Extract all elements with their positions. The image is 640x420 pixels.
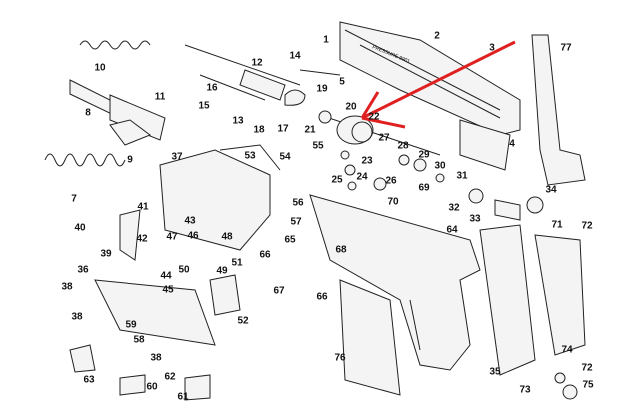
part-label: 4	[509, 138, 515, 150]
part-label: 12	[251, 57, 263, 69]
part-label: 8	[85, 107, 91, 119]
part-label: 33	[469, 213, 481, 225]
part-label: 58	[133, 334, 145, 346]
part-label: 62	[164, 371, 176, 383]
part-label: 14	[289, 50, 301, 62]
part-trigger-frame-37	[159, 144, 281, 251]
part-label: 38	[61, 281, 73, 293]
part-label: 39	[100, 248, 112, 260]
part-label: 34	[545, 184, 557, 196]
part-label: 64	[446, 224, 458, 236]
part-label: 32	[448, 202, 460, 214]
part-label: 37	[171, 151, 183, 163]
part-valve-body	[318, 110, 387, 191]
part-label: 65	[284, 234, 296, 246]
part-label: 7	[71, 193, 77, 205]
part-label: 77	[560, 42, 572, 54]
part-spring-10	[79, 40, 151, 50]
part-label: 36	[77, 264, 89, 276]
part-label: 54	[279, 151, 291, 163]
part-label: 27	[378, 132, 390, 144]
part-label: 48	[221, 231, 233, 243]
part-label: 70	[387, 196, 399, 208]
part-label: 49	[216, 265, 228, 277]
part-spring-7	[44, 153, 126, 167]
part-label: 30	[434, 160, 446, 172]
part-label: 2	[434, 30, 440, 42]
part-label: 60	[146, 381, 158, 393]
part-grip-71	[534, 234, 586, 356]
part-label: 71	[551, 219, 563, 231]
part-label: 51	[231, 257, 243, 269]
part-label: 9	[127, 154, 133, 166]
part-label: 24	[356, 171, 368, 183]
part-label: 41	[137, 201, 149, 213]
part-barrel-8	[69, 79, 166, 146]
part-label: 73	[519, 384, 531, 396]
part-label: 38	[71, 311, 83, 323]
part-label: 59	[125, 319, 137, 331]
part-label: 55	[312, 140, 324, 152]
part-label: 10	[94, 62, 106, 74]
part-label: 66	[316, 291, 328, 303]
part-label: 75	[582, 379, 594, 391]
part-label: 20	[345, 101, 357, 113]
part-label: 67	[273, 285, 285, 297]
part-label: 46	[187, 230, 199, 242]
part-label: 45	[162, 284, 174, 296]
part-grip-76	[339, 279, 401, 396]
part-label: 1	[323, 34, 329, 46]
part-slide: PRESSURE 9901	[339, 21, 521, 136]
part-label: 15	[198, 100, 210, 112]
part-label: 11	[154, 91, 166, 103]
part-label: 19	[316, 83, 328, 95]
part-label: 69	[418, 182, 430, 194]
part-label: 42	[136, 233, 148, 245]
part-label: 17	[277, 123, 289, 135]
part-label: 21	[304, 124, 316, 136]
part-label: 63	[83, 374, 95, 386]
part-label: 44	[160, 270, 172, 282]
part-label: 16	[206, 82, 218, 94]
part-label: 47	[166, 231, 178, 243]
part-frame-64	[309, 194, 481, 371]
part-label: 57	[290, 216, 302, 228]
part-label: 29	[418, 149, 430, 161]
part-lower-36	[94, 209, 241, 346]
part-label: 40	[74, 222, 86, 234]
part-label: 22	[368, 111, 380, 123]
part-label: 72	[581, 362, 593, 374]
part-label: 74	[561, 344, 573, 356]
part-label: 76	[334, 352, 346, 364]
red-pointer-arrow	[360, 40, 516, 129]
part-label: 72	[581, 220, 593, 232]
part-right-assembly	[398, 119, 544, 221]
part-label: 52	[237, 315, 249, 327]
part-label: 35	[489, 366, 501, 378]
part-label: 18	[253, 124, 265, 136]
part-magazine-77	[531, 34, 586, 186]
part-label: 31	[456, 170, 468, 182]
part-label: 28	[397, 140, 409, 152]
part-label: 43	[184, 215, 196, 227]
part-label: 23	[361, 155, 373, 167]
part-label: 38	[150, 352, 162, 364]
part-label: 13	[232, 115, 244, 127]
part-label: 56	[292, 197, 304, 209]
part-label: 5	[339, 76, 345, 88]
part-label: 68	[335, 244, 347, 256]
part-small-lower	[69, 344, 578, 401]
part-label: 50	[178, 264, 190, 276]
part-label: 26	[385, 175, 397, 187]
part-label: 53	[244, 150, 256, 162]
part-label: 25	[331, 174, 343, 186]
part-label: 3	[489, 42, 495, 54]
part-label: 61	[177, 391, 189, 403]
part-label: 66	[259, 249, 271, 261]
part-magazine-35	[479, 224, 536, 376]
